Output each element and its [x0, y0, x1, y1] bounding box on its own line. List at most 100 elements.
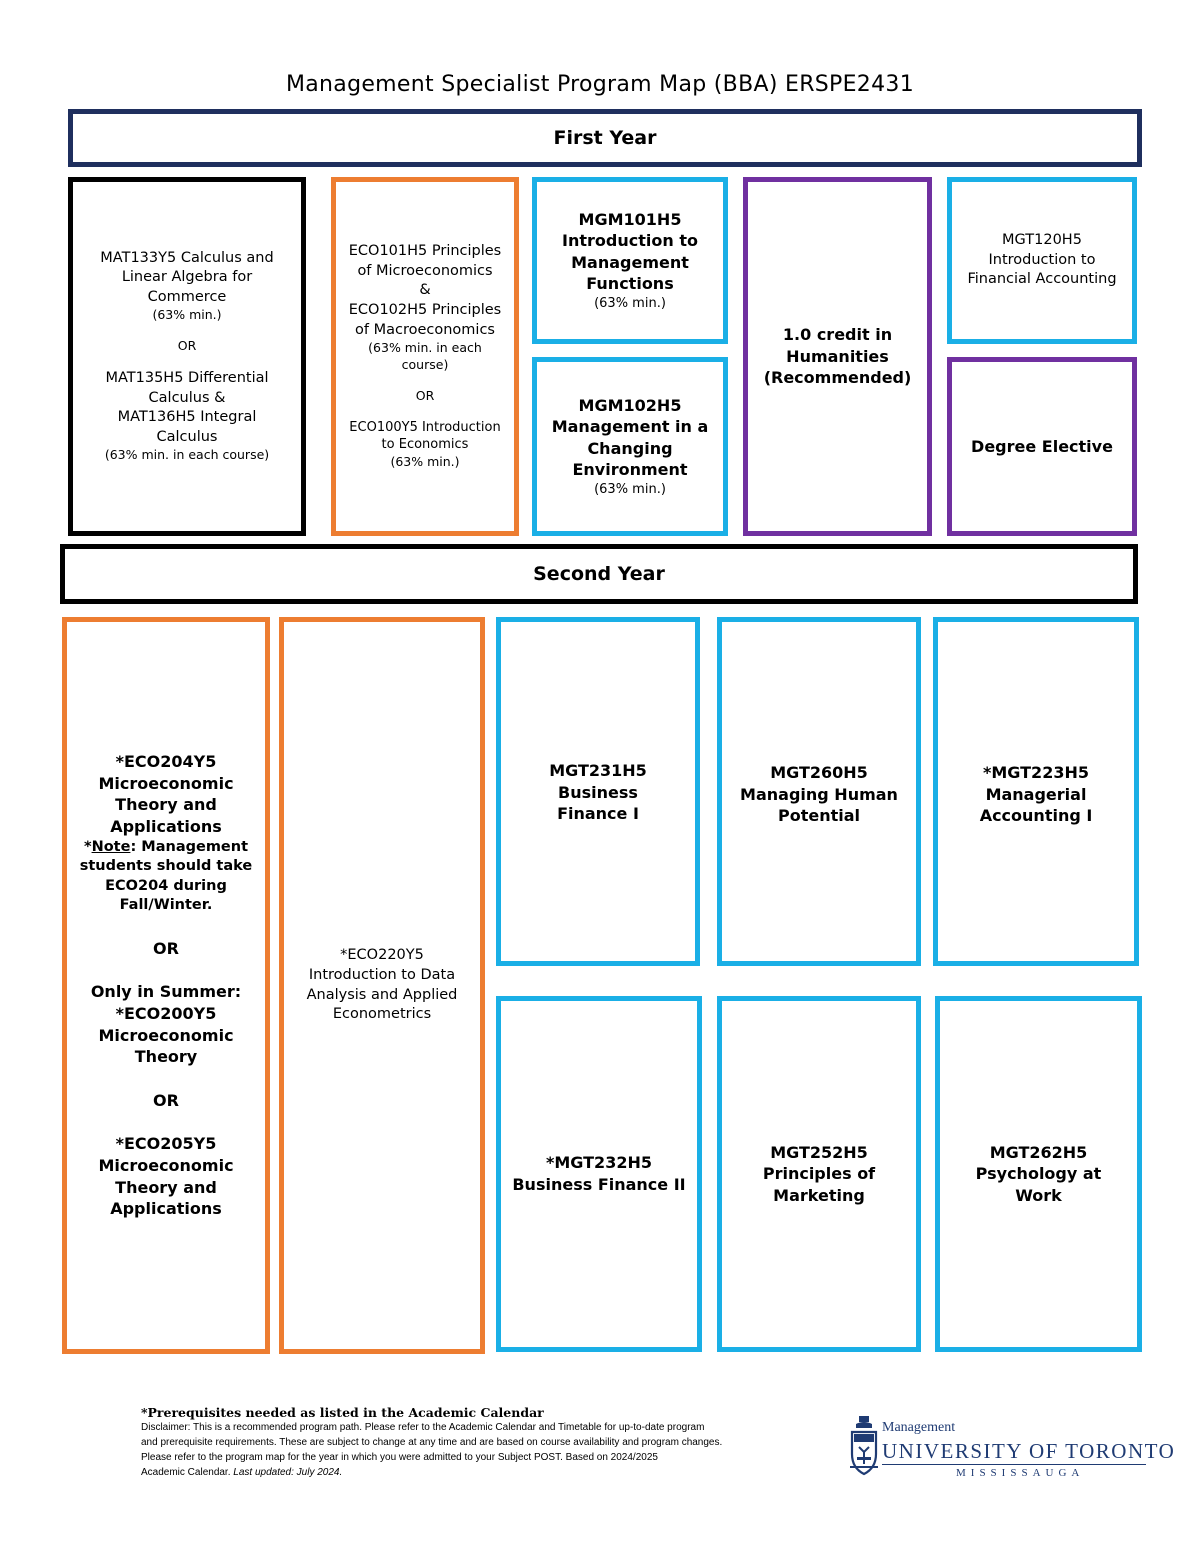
mgt231-line-2: Finance I	[557, 804, 639, 824]
eco220-line-4: Econometrics	[332, 1006, 432, 1023]
eco-line-2: of Microeconomics	[357, 262, 493, 279]
mgt260-line-3: Potential	[777, 806, 861, 826]
page-title: Management Specialist Program Map (BBA) …	[285, 72, 914, 97]
course-box-mgt223: *MGT223H5 Managerial Accounting I	[933, 617, 1139, 966]
mgm101-line-5: (63% min.)	[594, 295, 666, 311]
eco220-line-1: *ECO220Y5	[340, 947, 424, 964]
second-year-heading: Second Year	[60, 544, 1138, 604]
mgt232-line-1: *MGT232H5	[546, 1153, 652, 1173]
course-box-mgm101: MGM101H5 Introduction to Management Func…	[532, 177, 728, 344]
eco-line-3: &	[419, 282, 431, 299]
logo-divider	[882, 1464, 1146, 1465]
mat-line-5: MAT135H5 Differential	[105, 370, 269, 387]
course-box-mgt260: MGT260H5 Managing Human Potential	[717, 617, 921, 966]
disclaimer-line-4: Academic Calendar. Last updated: July 20…	[141, 1465, 841, 1480]
eco204-line-12: *ECO205Y5	[115, 1134, 217, 1154]
eco204-line-4: Applications	[110, 817, 222, 836]
eco204-note-word: Note	[91, 838, 131, 855]
course-box-mgt252: MGT252H5 Principles of Marketing	[717, 996, 921, 1352]
mgm102-line-4: Environment	[572, 460, 688, 480]
eco-or: OR	[415, 387, 435, 403]
mat-line-2: Linear Algebra for	[121, 269, 253, 286]
mgt252-line-1: MGT252H5	[770, 1142, 868, 1162]
eco204-line-8: Only in Summer:	[90, 982, 242, 1002]
mgm101-line-4: Functions	[586, 274, 674, 294]
eco204-line-6: ECO204 during	[105, 877, 227, 894]
eco-line-1: ECO101H5 Principles	[348, 243, 502, 260]
mgt120-line-1: MGT120H5	[1002, 232, 1082, 249]
mgt223-line-1: *MGT223H5	[983, 763, 1089, 782]
eco204-line-2: Microeconomic	[98, 773, 234, 793]
mgm102-line-5: (63% min.)	[594, 481, 666, 497]
course-box-humanities: 1.0 credit in Humanities (Recommended)	[743, 177, 932, 536]
mat-or: OR	[177, 338, 197, 354]
eco204-line-15: Applications	[110, 1199, 222, 1219]
humanities-line-2: Humanities	[786, 346, 889, 366]
mgm102-line-3: Changing	[587, 438, 673, 458]
eco-line-7: course)	[401, 356, 449, 372]
mgt252-line-3: Marketing	[773, 1185, 865, 1205]
course-box-mat: MAT133Y5 Calculus and Linear Algebra for…	[68, 177, 306, 536]
eco204-or-2: OR	[153, 1090, 179, 1110]
logo-university: UNIVERSITY OF TORONTO	[882, 1439, 1176, 1463]
mgm101-line-3: Management	[571, 252, 689, 272]
eco-line-10: (63% min.)	[390, 453, 460, 469]
course-box-mgt262: MGT262H5 Psychology at Work	[935, 996, 1142, 1352]
eco-line-6: (63% min. in each	[368, 340, 482, 356]
mat-line-7: MAT136H5 Integral	[117, 409, 257, 426]
mgt120-line-2: Introduction to	[988, 251, 1096, 268]
mat-line-9: (63% min. in each course)	[104, 447, 270, 463]
course-box-eco220: *ECO220Y5 Introduction to Data Analysis …	[279, 617, 485, 1354]
eco-line-9: to Economics	[381, 437, 469, 453]
disclaimer-line-2: and prerequisite requirements. These are…	[141, 1437, 723, 1448]
disclaimer-line-4-text: Academic Calendar.	[141, 1467, 234, 1478]
eco204-line-9: *ECO200Y5	[115, 1004, 217, 1024]
course-box-mgm102: MGM102H5 Management in a Changing Enviro…	[532, 357, 728, 536]
mgm101-line-1: MGM101H5	[578, 209, 682, 229]
mgm102-line-1: MGM102H5	[578, 395, 682, 415]
mgt120-line-3: Financial Accounting	[967, 271, 1117, 288]
course-box-mgt232: *MGT232H5 Business Finance II	[496, 996, 702, 1352]
logo-campus: MISSISSAUGA	[956, 1467, 1085, 1479]
uoft-crest-icon	[850, 1416, 878, 1476]
last-updated: Last updated: July 2024.	[233, 1467, 343, 1478]
footer-disclaimer: Disclaimer: This is a recommended progra…	[141, 1420, 841, 1480]
first-year-heading: First Year	[68, 109, 1142, 167]
course-box-degree-elective: Degree Elective	[947, 357, 1137, 536]
logo-management: Management	[882, 1420, 956, 1435]
eco204-note-rest: : Management	[130, 838, 249, 855]
eco204-note-star: *	[83, 838, 92, 855]
course-box-mgt231: MGT231H5 Business Finance I	[496, 617, 700, 966]
humanities-line-1: 1.0 credit in	[782, 325, 893, 345]
mgt260-line-2: Managing Human	[740, 784, 898, 804]
humanities-line-3: (Recommended)	[763, 368, 912, 388]
footer: *Prerequisites needed as listed in the A…	[141, 1405, 841, 1480]
eco220-line-2: Introduction to Data	[308, 966, 456, 983]
mgm102-line-2: Management in a	[551, 417, 709, 437]
eco204-line-10: Microeconomic	[98, 1025, 234, 1045]
eco204-line-11: Theory	[134, 1047, 198, 1067]
mgt262-line-2: Psychology at Work	[975, 1164, 1102, 1205]
mgt252-line-2: Principles of	[762, 1164, 876, 1184]
mat-line-4: (63% min.)	[152, 307, 222, 323]
eco204-line-14: Theory and	[115, 1177, 217, 1197]
eco204-note: *Note: Management	[84, 838, 248, 858]
eco204-line-1: *ECO204Y5	[115, 752, 217, 772]
mgm101-line-2: Introduction to	[562, 231, 698, 251]
mgt232-line-2: Business Finance II	[512, 1175, 686, 1194]
eco-line-8: ECO100Y5 Introduction	[349, 419, 501, 435]
course-box-mgt120: MGT120H5 Introduction to Financial Accou…	[947, 177, 1137, 344]
disclaimer-line-1: Disclaimer: This is a recommended progra…	[141, 1422, 705, 1433]
crest-ribbon	[850, 1466, 878, 1474]
mat-line-8: Calculus	[156, 428, 218, 445]
uoft-logo: Management UNIVERSITY OF TORONTO MISSISS…	[848, 1412, 1174, 1484]
eco-line-4: ECO102H5 Principles	[348, 301, 502, 318]
course-box-eco: ECO101H5 Principles of Microeconomics & …	[331, 177, 519, 536]
eco204-or-1: OR	[153, 938, 179, 958]
mgt223-line-3: Accounting I	[979, 806, 1093, 826]
mgt262-line-1: MGT262H5	[989, 1142, 1088, 1162]
eco204-line-13: Microeconomic	[98, 1156, 234, 1175]
eco204-line-3: Theory and	[115, 795, 217, 815]
disclaimer-line-3: Please refer to the program map for the …	[141, 1452, 658, 1463]
second-year-label: Second Year	[533, 563, 665, 585]
